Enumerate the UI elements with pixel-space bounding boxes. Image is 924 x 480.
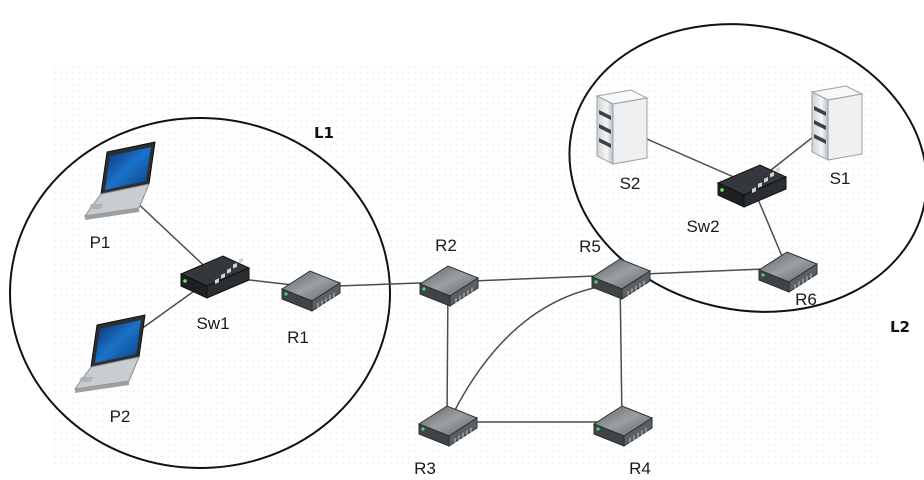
router-r4-icon	[592, 405, 654, 447]
node-label-r5: R5	[579, 237, 601, 256]
node-label-p1: P1	[90, 233, 111, 252]
router-r2-icon	[418, 265, 480, 307]
background-grid	[50, 62, 880, 467]
router-r5-icon	[590, 258, 652, 300]
zone-l1-label: L1	[314, 124, 334, 142]
node-label-r3: R3	[414, 459, 436, 478]
switch-sw2-icon	[716, 164, 788, 208]
switch-sw1-icon	[179, 255, 251, 299]
laptop-p1-icon	[83, 141, 156, 220]
node-label-r4: R4	[629, 459, 651, 478]
node-label-r6: R6	[795, 290, 817, 309]
server-s1-icon	[810, 85, 864, 161]
router-r6-icon	[757, 251, 819, 293]
node-label-p2: P2	[110, 407, 131, 426]
link-r4-r5	[619, 274, 623, 423]
node-label-s2: S2	[620, 174, 641, 193]
node-label-r2: R2	[435, 236, 457, 255]
node-label-sw1: Sw1	[196, 314, 229, 333]
zone-l2-label: L2	[890, 318, 910, 336]
router-r1-icon	[280, 270, 342, 312]
zone-l2-boundary	[568, 23, 924, 313]
laptop-p2-icon	[73, 314, 146, 393]
server-s2-icon	[595, 89, 649, 165]
node-label-sw2: Sw2	[686, 217, 719, 236]
link-r3-r5	[454, 284, 611, 411]
zone-l1-boundary	[9, 117, 391, 469]
router-r3-icon	[417, 405, 479, 447]
node-label-r1: R1	[287, 328, 309, 347]
node-label-s1: S1	[830, 169, 851, 188]
